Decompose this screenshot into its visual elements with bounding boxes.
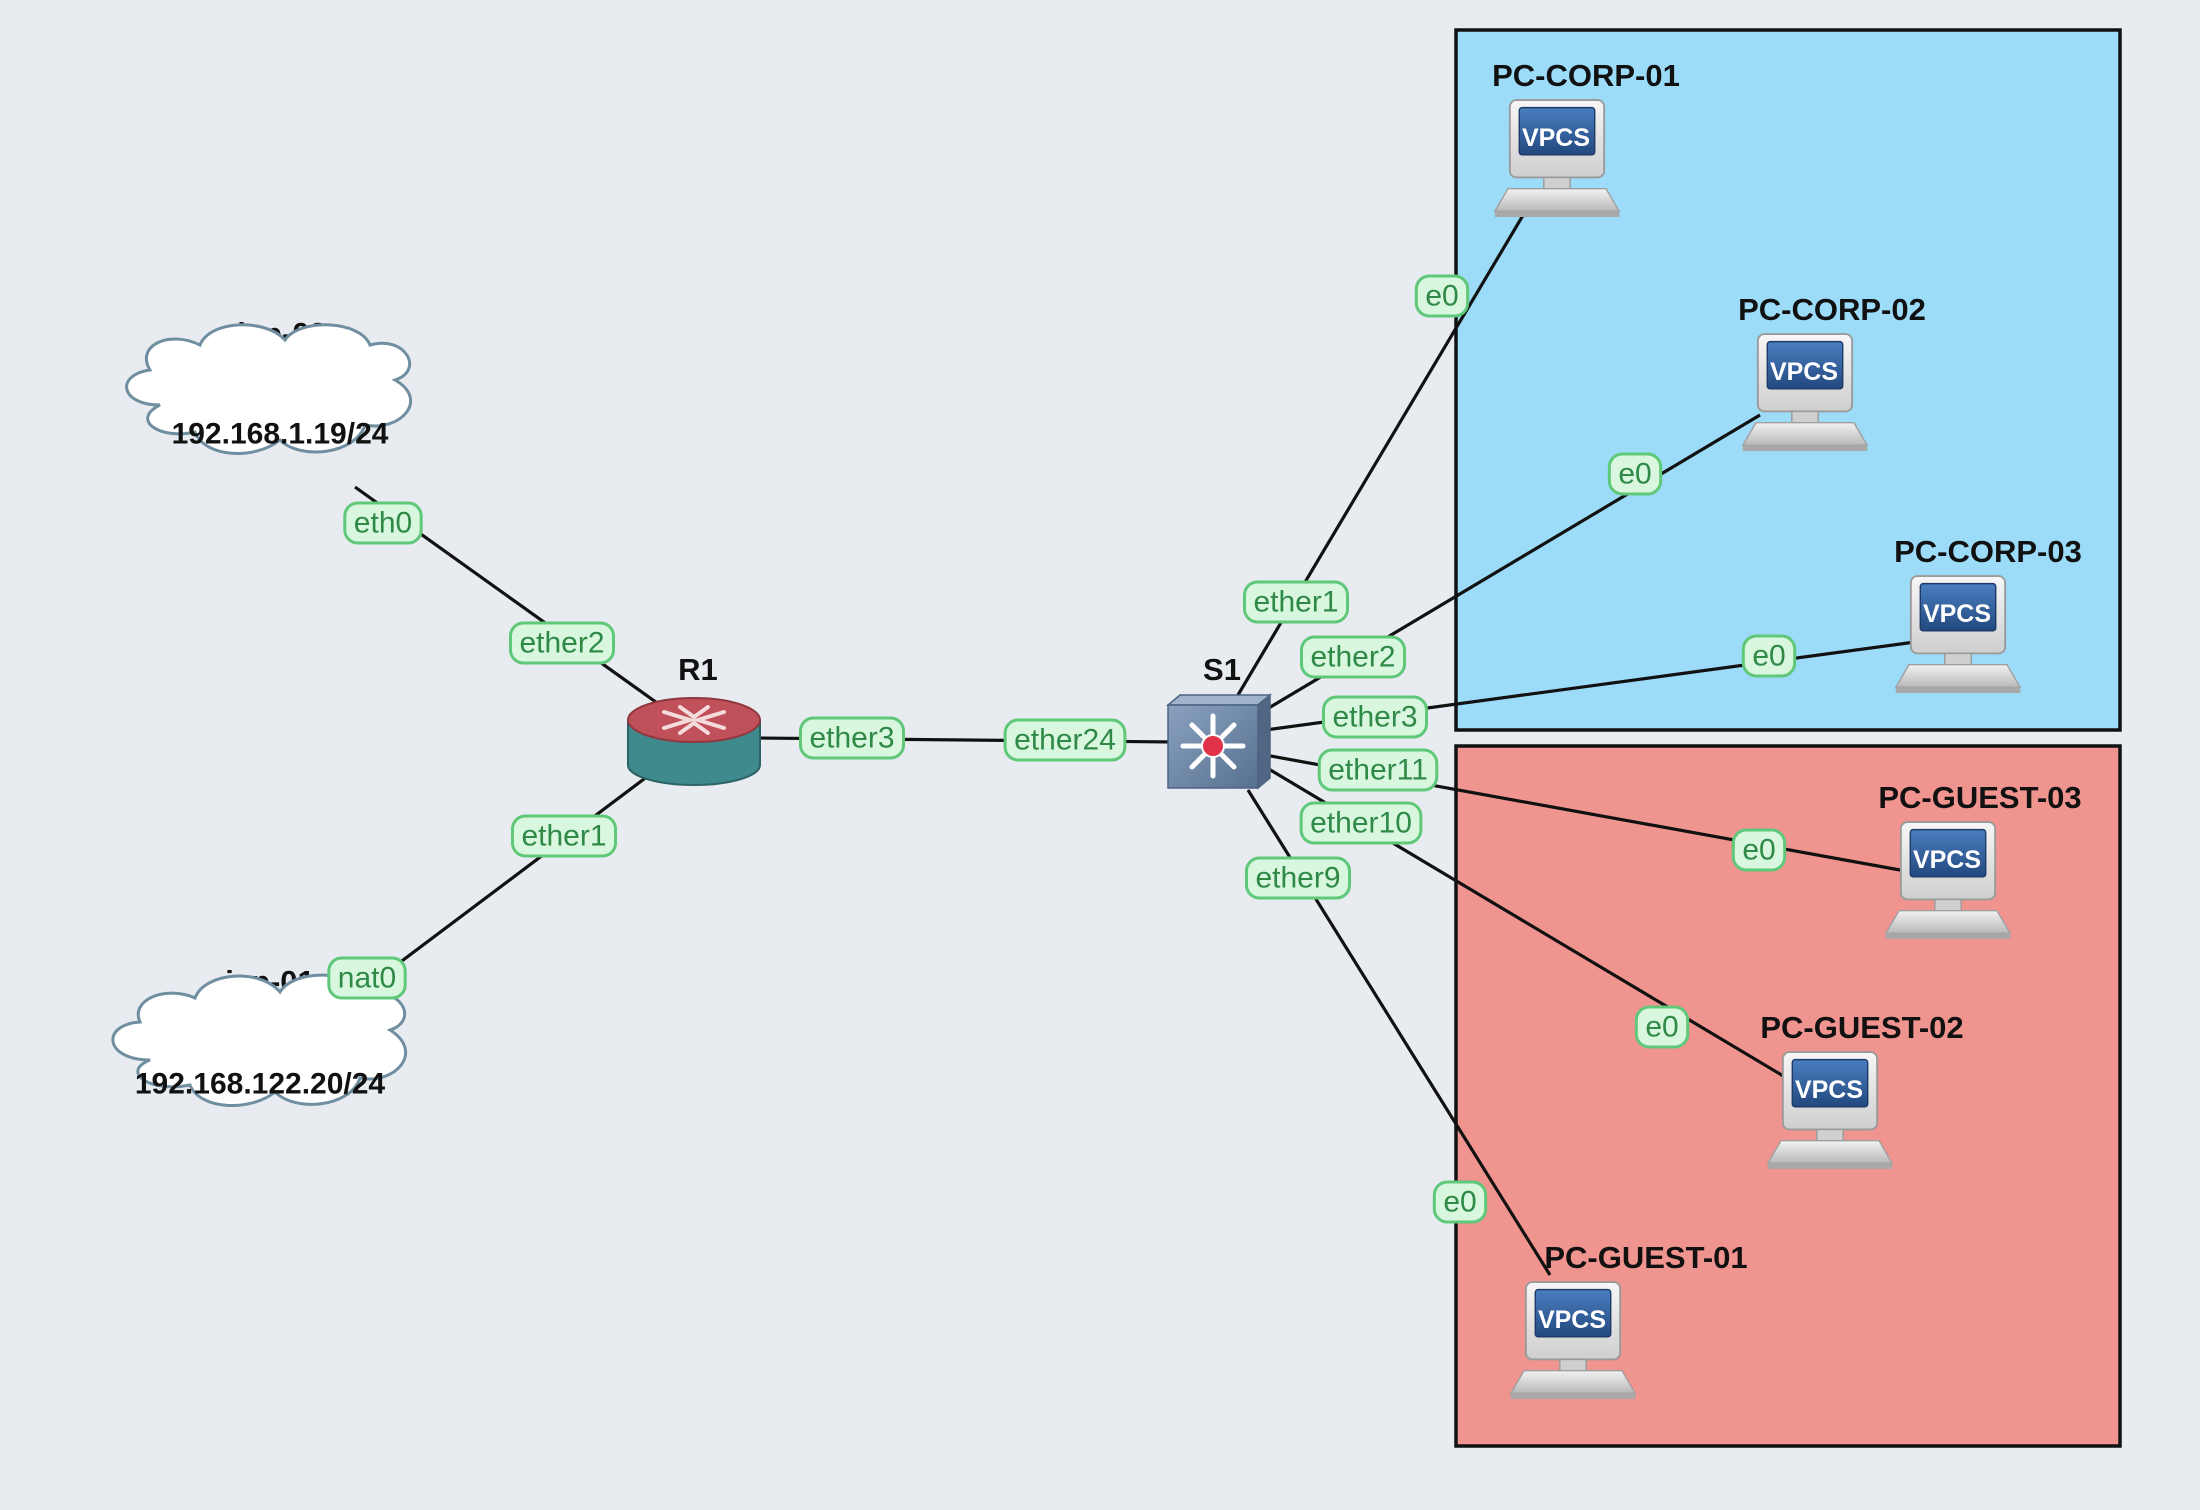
node-label-pc-guest-03: PC-GUEST-03 (1878, 780, 2081, 815)
computer-icon (1741, 333, 1869, 452)
ports-layer: eth0 ether2 ether1 nat0 ether3 ether24 e… (327, 274, 1797, 1224)
vpcs-badge: VPCS (1770, 358, 1838, 386)
node-s1[interactable]: S1 (1165, 652, 1273, 790)
node-pc-guest-01[interactable]: PC-GUEST-01 VPCS (1509, 1240, 1748, 1400)
port-label-pc-guest-01-e0[interactable]: e0 (1432, 1180, 1488, 1224)
port-label-r1-ether3[interactable]: ether3 (798, 716, 906, 760)
node-isp-02[interactable]: isp-02 192.168.1.19/24 (125, 316, 412, 455)
svg-text:ether3: ether3 (809, 722, 894, 755)
port-label-pc-guest-03-e0[interactable]: e0 (1731, 828, 1787, 872)
router-icon (627, 697, 761, 786)
svg-text:ether3: ether3 (1332, 701, 1417, 734)
port-label-r1-ether1[interactable]: ether1 (510, 814, 618, 858)
port-label-s1-ether24[interactable]: ether24 (1003, 718, 1127, 762)
svg-text:e0: e0 (1443, 1186, 1476, 1219)
svg-text:ether9: ether9 (1255, 862, 1340, 895)
vpcs-badge: VPCS (1913, 846, 1981, 874)
computer-icon (1493, 99, 1621, 218)
svg-text:ether1: ether1 (1253, 586, 1338, 619)
port-label-pc-corp-03-e0[interactable]: e0 (1741, 634, 1797, 678)
switch-icon (1165, 693, 1273, 790)
node-isp-01[interactable]: isp-01 192.168.122.20/24 (111, 964, 408, 1108)
computer-icon (1766, 1051, 1894, 1170)
port-label-pc-guest-02-e0[interactable]: e0 (1634, 1005, 1690, 1049)
node-pc-corp-02[interactable]: PC-CORP-02 VPCS (1738, 292, 1926, 452)
svg-text:ether11: ether11 (1328, 754, 1428, 787)
cloud-address-isp-02: 192.168.1.19/24 (172, 418, 389, 451)
port-label-s1-ether11[interactable]: ether11 (1317, 748, 1439, 792)
node-label-pc-guest-02: PC-GUEST-02 (1760, 1010, 1963, 1045)
port-label-s1-ether10[interactable]: ether10 (1299, 801, 1423, 845)
svg-text:e0: e0 (1645, 1011, 1678, 1044)
svg-text:e0: e0 (1618, 458, 1651, 491)
port-label-s1-ether3[interactable]: ether3 (1321, 695, 1429, 739)
svg-text:ether24: ether24 (1014, 724, 1116, 757)
svg-text:ether2: ether2 (1310, 641, 1395, 674)
vpcs-badge: VPCS (1522, 124, 1590, 152)
computer-icon (1884, 821, 2012, 940)
node-pc-corp-03[interactable]: PC-CORP-03 VPCS (1894, 534, 2082, 694)
svg-text:e0: e0 (1425, 280, 1458, 313)
node-pc-guest-03[interactable]: PC-GUEST-03 VPCS (1878, 780, 2082, 940)
svg-text:nat0: nat0 (338, 962, 396, 995)
node-label-r1: R1 (678, 652, 718, 687)
port-label-pc-corp-01-e0[interactable]: e0 (1414, 274, 1470, 318)
vpcs-badge: VPCS (1538, 1306, 1606, 1334)
port-label-r1-ether2[interactable]: ether2 (508, 621, 616, 665)
port-label-pc-corp-02-e0[interactable]: e0 (1607, 452, 1663, 496)
node-pc-guest-02[interactable]: PC-GUEST-02 VPCS (1760, 1010, 1964, 1170)
port-label-isp01-nat0[interactable]: nat0 (327, 956, 407, 1000)
svg-text:ether2: ether2 (519, 627, 604, 660)
vpcs-badge: VPCS (1795, 1076, 1863, 1104)
vpcs-badge: VPCS (1923, 600, 1991, 628)
svg-text:ether10: ether10 (1310, 807, 1412, 840)
node-label-s1: S1 (1203, 652, 1241, 687)
computer-icon (1894, 575, 2022, 694)
cloud-icon (111, 973, 408, 1108)
svg-text:e0: e0 (1742, 834, 1775, 867)
node-label-pc-corp-03: PC-CORP-03 (1894, 534, 2082, 569)
node-label-pc-corp-02: PC-CORP-02 (1738, 292, 1926, 327)
svg-text:e0: e0 (1752, 640, 1785, 673)
port-label-s1-ether2[interactable]: ether2 (1299, 635, 1407, 679)
node-label-pc-guest-01: PC-GUEST-01 (1544, 1240, 1747, 1275)
port-label-isp02-eth0[interactable]: eth0 (343, 501, 423, 545)
svg-text:ether1: ether1 (521, 820, 606, 853)
node-r1[interactable]: R1 (627, 652, 761, 786)
svg-text:eth0: eth0 (354, 507, 412, 540)
port-label-s1-ether9[interactable]: ether9 (1244, 856, 1352, 900)
cloud-address-isp-01: 192.168.122.20/24 (135, 1068, 386, 1101)
cloud-icon (125, 323, 412, 455)
port-label-s1-ether1[interactable]: ether1 (1242, 580, 1350, 624)
computer-icon (1509, 1281, 1637, 1400)
node-pc-corp-01[interactable]: PC-CORP-01 VPCS (1492, 58, 1680, 218)
node-label-pc-corp-01: PC-CORP-01 (1492, 58, 1680, 93)
